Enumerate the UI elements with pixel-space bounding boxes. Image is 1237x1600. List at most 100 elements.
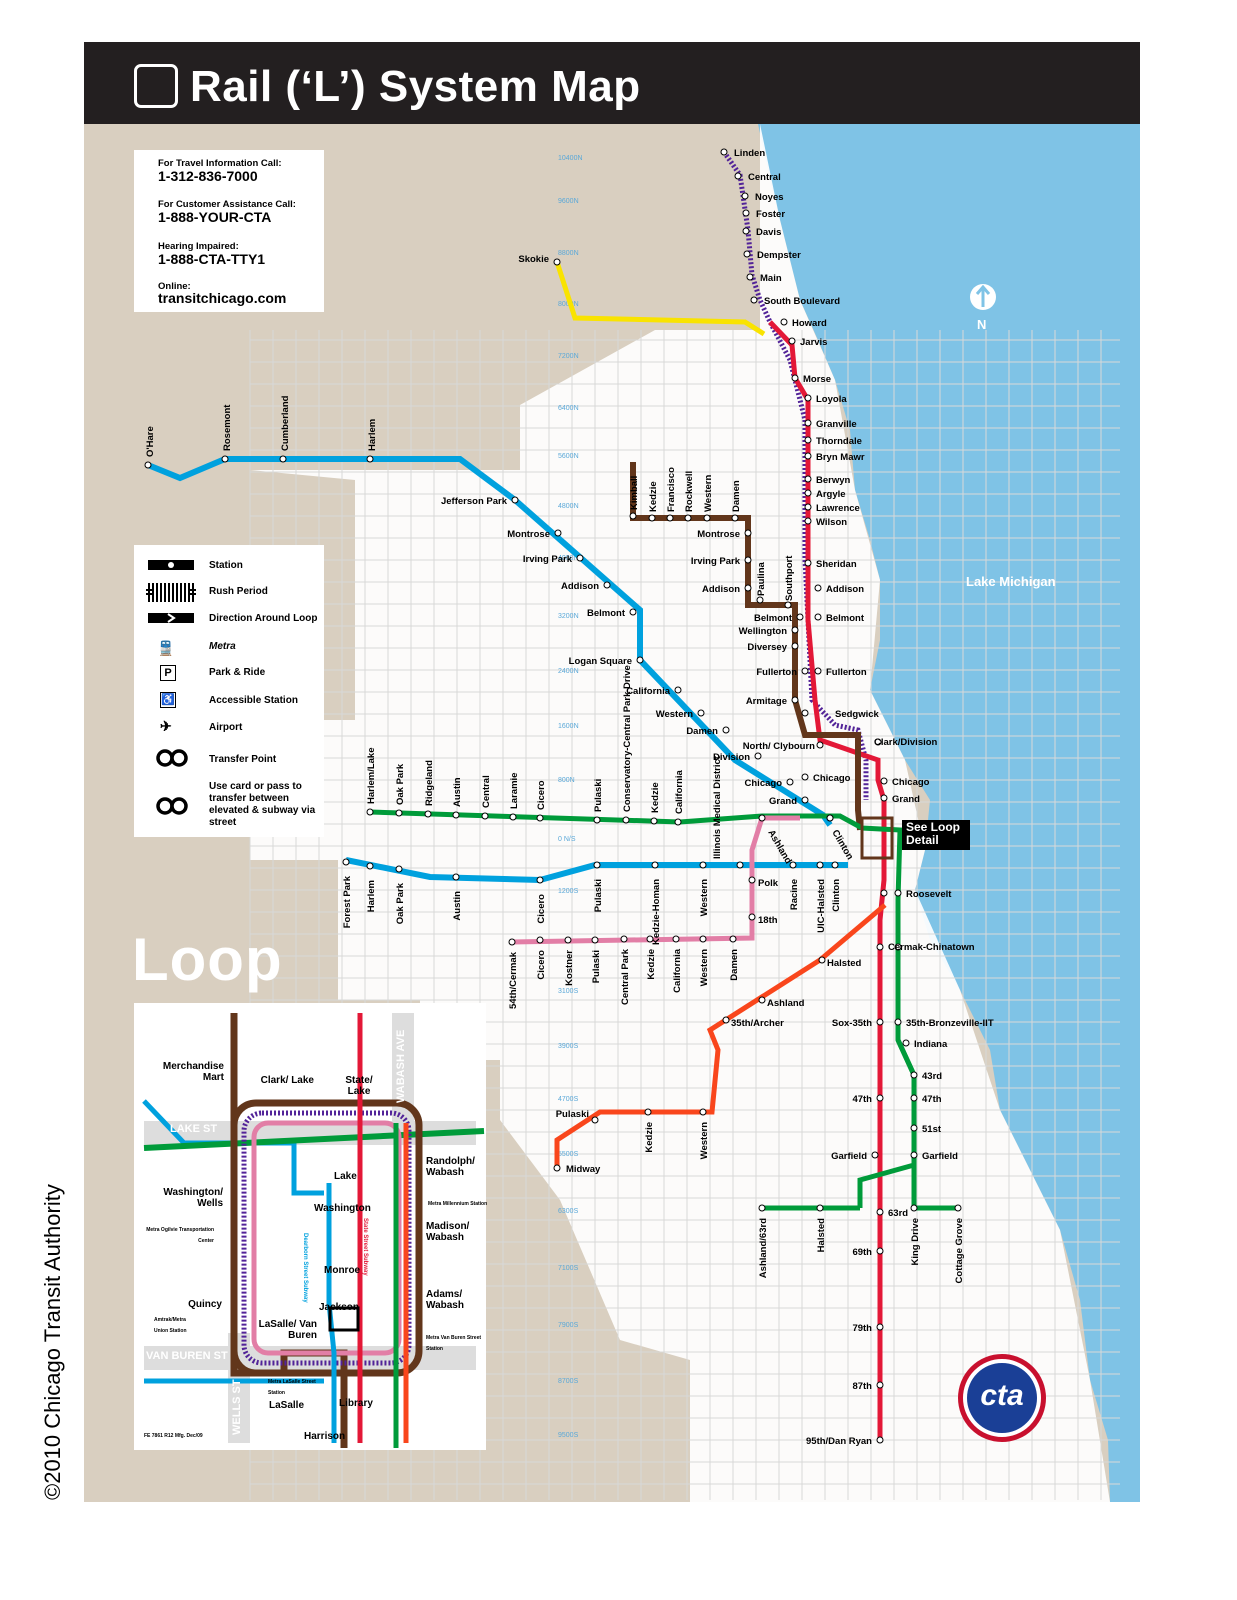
grid-label: 3900S — [558, 1043, 579, 1050]
station-dot — [746, 273, 754, 281]
station-dot — [804, 517, 812, 525]
station-dot — [748, 913, 756, 921]
loop-station-label: Library — [339, 1398, 373, 1409]
station-dot — [674, 818, 682, 826]
legend-transfer: Transfer Point — [209, 754, 277, 765]
station-dot — [536, 936, 544, 944]
station-dot — [910, 1071, 918, 1079]
station-dot — [758, 814, 766, 822]
airport-icon: ✈ — [160, 718, 172, 734]
station-dot — [511, 496, 519, 504]
station-label: Kedzie-Homan — [651, 879, 662, 945]
metra-note: Metra Van Buren Street Station — [426, 1335, 482, 1352]
dearborn-subway: Dearborn Street Subway — [302, 1233, 308, 1303]
station-label: Morse — [803, 374, 831, 385]
street-wabash: WABASH AVE — [395, 1029, 407, 1103]
station-dot — [736, 861, 744, 869]
grid-address-labels: 10400N9600N8800N8000N7200N6400N5600N4800… — [558, 155, 583, 1439]
station-dot — [509, 813, 517, 821]
station-label: Logan Square — [569, 656, 632, 667]
online-url[interactable]: transitchicago.com — [158, 290, 287, 306]
lake-michigan-label: Lake Michigan — [966, 574, 1056, 589]
wabash-band — [392, 1013, 414, 1123]
station-label: Fullerton — [756, 667, 797, 678]
station-dot — [804, 489, 812, 497]
loop-station-label: Clark/ Lake — [260, 1075, 314, 1086]
copyright: ©2010 Chicago Transit Authority — [40, 1184, 65, 1500]
station-dot — [876, 1436, 884, 1444]
station-dot — [674, 686, 682, 694]
title-bar: Rail (‘L’) System Map — [84, 42, 1140, 124]
hearing-number: 1-888-CTA-TTY1 — [158, 251, 266, 267]
street-wells: WELLS ST — [231, 1379, 243, 1435]
station-dot — [366, 808, 374, 816]
legend-accessible: Accessible Station — [209, 695, 298, 706]
station-label: Chicago — [813, 773, 851, 784]
station-label: California — [626, 686, 671, 697]
station-label: Clark/Division — [874, 737, 938, 748]
station-dot — [954, 1204, 962, 1212]
station-dot — [831, 861, 839, 869]
station-label: Pulaski — [556, 1109, 589, 1120]
station-dot — [629, 512, 637, 520]
legend-transfer-street: Use card or pass to transfer between ele… — [209, 781, 316, 828]
station-dot — [791, 626, 799, 634]
station-label: Montrose — [507, 529, 550, 540]
loop-station-label: LaSalle/ Van Buren — [258, 1319, 317, 1341]
station-dot — [699, 1108, 707, 1116]
station-dot — [804, 503, 812, 511]
station-dot — [536, 876, 544, 884]
station-dot — [871, 1151, 879, 1159]
station-label: 51st — [922, 1124, 942, 1135]
grid-label: 9500S — [558, 1432, 579, 1439]
station-dot — [703, 514, 711, 522]
legend-station: Station — [209, 560, 243, 571]
station-label: Main — [760, 273, 782, 284]
loop-station-label: Monroe — [324, 1265, 361, 1276]
purple-line — [721, 150, 869, 800]
station-label: Wellington — [739, 626, 788, 637]
station-dot — [743, 250, 751, 258]
station-dot — [791, 374, 799, 382]
see-loop-detail-callout[interactable]: See Loop Detail — [902, 820, 970, 850]
loop-pink-ring — [251, 1120, 402, 1356]
station-dot — [804, 419, 812, 427]
station-dot — [880, 777, 888, 785]
station-dot — [742, 227, 750, 235]
station-dot — [804, 475, 812, 483]
station-dot — [744, 556, 752, 564]
station-dot — [758, 996, 766, 1004]
station-dot — [818, 956, 826, 964]
station-dot — [788, 337, 796, 345]
station-label: Damen — [731, 480, 742, 512]
station-label: Addison — [561, 581, 599, 592]
station-label: Bryn Mawr — [816, 452, 865, 463]
station-label: 54th/Cermak — [508, 951, 519, 1009]
yellow-line — [554, 261, 766, 337]
station-label: Harlem — [366, 880, 377, 912]
loop-purple-ring — [241, 1110, 412, 1366]
grid-label: 8800N — [558, 250, 579, 257]
station-label: King Drive — [910, 1218, 921, 1266]
assist-label: For Customer Assistance Call: — [158, 199, 296, 210]
station-label: 35th-Bronzeville-IIT — [906, 1018, 994, 1029]
station-label: Kostner — [564, 950, 575, 986]
station-dot — [672, 935, 680, 943]
metra-note: Metra Millennium Station — [428, 1201, 488, 1207]
station-label: Cicero — [536, 780, 547, 810]
station-label: Wilson — [816, 517, 847, 528]
station-label: Davis — [756, 227, 781, 238]
station-dot — [644, 1108, 652, 1116]
street-van-buren: VAN BUREN ST — [146, 1350, 228, 1362]
station-dot — [791, 642, 799, 650]
station-label: Oak Park — [395, 763, 406, 805]
blue-line-ohare — [146, 456, 833, 827]
station-dot — [804, 559, 812, 567]
station-dot — [221, 455, 229, 463]
station-dot — [395, 865, 403, 873]
station-label: Cicero — [536, 894, 547, 924]
station-label: Francisco — [666, 467, 677, 512]
station-dot — [880, 794, 888, 802]
grid-label: 0 N/S — [558, 836, 576, 843]
